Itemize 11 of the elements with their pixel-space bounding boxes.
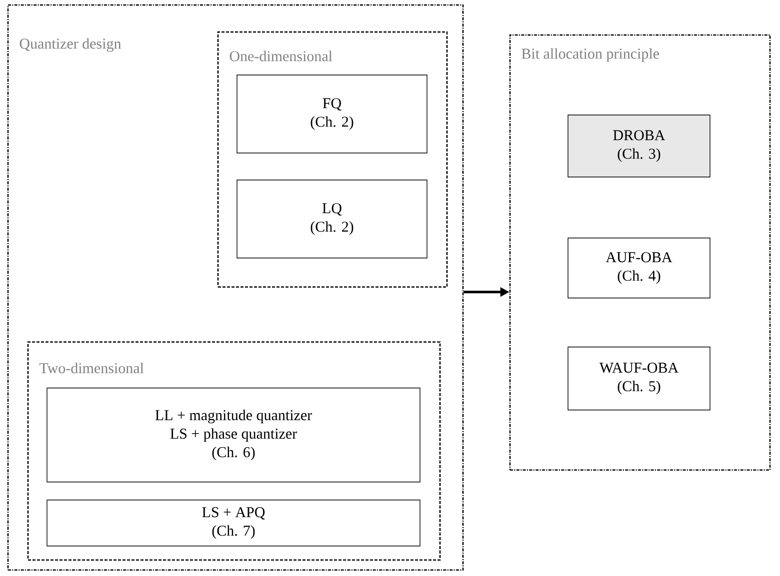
- process-box: FQ (Ch. 2): [236, 74, 428, 154]
- process-box: WAUF-OBA (Ch. 5): [568, 346, 710, 410]
- process-box: LQ (Ch. 2): [236, 180, 428, 258]
- process-box: LL + magnitude quantizer LS + phase quantizer (Ch. 6): [46, 388, 420, 482]
- group-heading: One-dimensional: [230, 50, 332, 62]
- process-box: AUF-OBA (Ch. 4): [568, 238, 710, 298]
- process-box: LS + APQ (Ch. 7): [46, 500, 420, 546]
- group-heading: Quantizer design: [20, 38, 122, 52]
- group-heading: Two-dimensional: [39, 362, 144, 374]
- process-box: DROBA (Ch. 3): [568, 114, 710, 178]
- group-heading: Bit allocation principle: [522, 48, 659, 62]
